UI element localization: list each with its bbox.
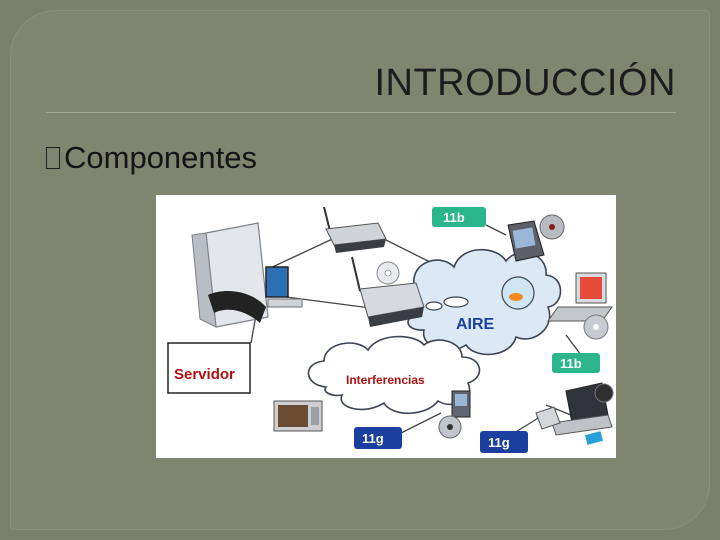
bullet-text: Componentes — [64, 140, 257, 176]
server-tower-icon — [192, 223, 302, 327]
badge-label: 11g — [362, 431, 384, 446]
standard-badge-11b-right: 11b — [552, 353, 600, 373]
server-label-box: Servidor — [168, 343, 250, 393]
microwave-icon — [274, 401, 322, 431]
standard-badge-11g-right: 11g — [480, 431, 528, 453]
badge-label: 11g — [488, 435, 510, 450]
badge-label: 11b — [443, 210, 465, 225]
slide-title: INTRODUCCIÓN — [374, 62, 676, 105]
standard-badge-11b-top: 11b — [432, 207, 486, 227]
access-point-icon — [352, 257, 424, 327]
standard-badge-11g-left: 11g — [354, 427, 402, 449]
bullet-icon — [46, 147, 60, 169]
network-diagram-svg: AIRE Interferencias Servidor — [156, 195, 616, 458]
server-label: Servidor — [174, 366, 235, 383]
network-diagram: AIRE Interferencias Servidor — [156, 195, 616, 458]
pda-icon — [452, 391, 470, 417]
cloud-bubble-2 — [426, 302, 442, 310]
goldfish-bowl-icon — [502, 277, 534, 309]
cloud-bubble-1 — [444, 297, 468, 307]
badge-label: 11b — [560, 356, 582, 371]
aire-label: AIRE — [456, 316, 495, 333]
link-11b-top — [486, 225, 506, 235]
cd-icon — [595, 384, 613, 402]
link-11b-right — [566, 335, 581, 355]
title-divider — [46, 112, 676, 113]
link-server-ap1 — [266, 235, 341, 270]
access-point-icon — [324, 207, 386, 253]
link-11g-left — [401, 413, 441, 433]
interference-label: Interferencias — [346, 373, 425, 387]
aire-cloud: AIRE — [399, 250, 561, 355]
bullet-item: Componentes — [46, 140, 257, 176]
